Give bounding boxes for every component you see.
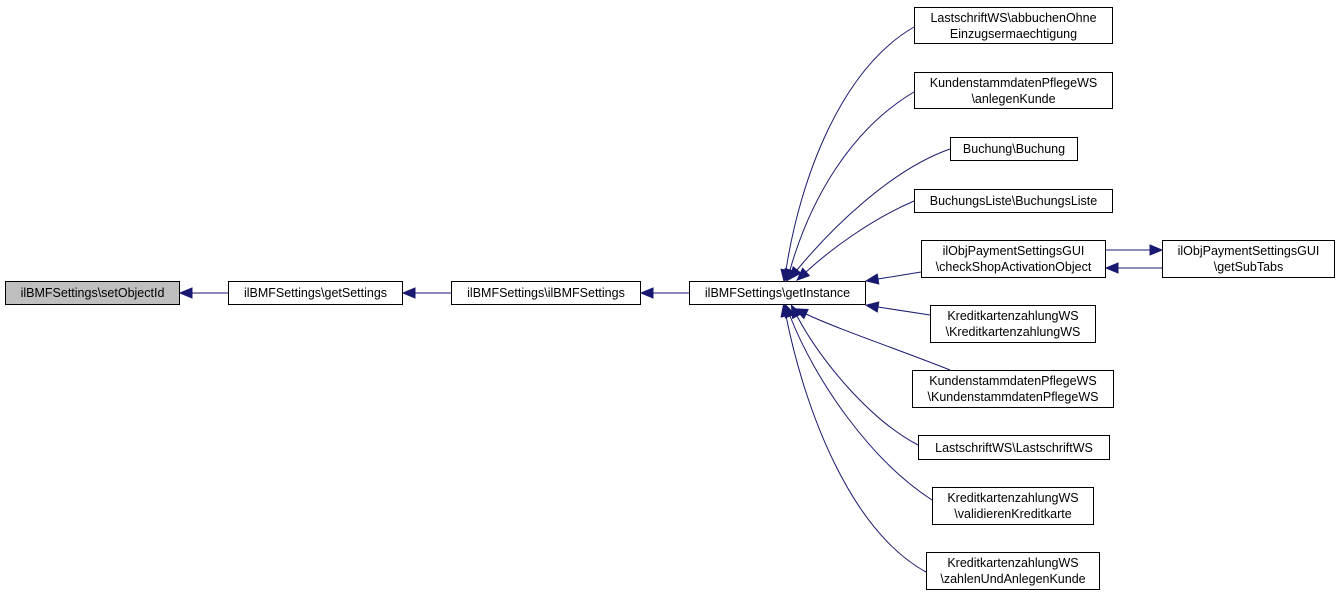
node-label: LastschriftWS\LastschriftWS [935, 440, 1093, 455]
node-label-line2: \checkShopActivationObject [935, 260, 1092, 274]
node-setObjectId: ilBMFSettings\setObjectId [5, 281, 180, 305]
edge-abbuchen-to-getInstance [780, 26, 915, 284]
arrowhead [401, 287, 416, 299]
arrowhead [780, 302, 792, 318]
edge-getInstance-to-ctor [639, 287, 689, 299]
edge-buchung-to-getInstance [788, 148, 951, 281]
node-ilBMFSettings-constructor[interactable]: ilBMFSettings\ilBMFSettings [451, 281, 641, 305]
edge-anlegenKunde-to-getInstance [784, 91, 915, 283]
node-zahlenUndAnlegenKunde[interactable]: KreditkartenzahlungWS \zahlenUndAnlegenK… [926, 552, 1100, 590]
node-label-line1: KreditkartenzahlungWS [947, 556, 1079, 570]
node-getSubTabs[interactable]: ilObjPaymentSettingsGUI \getSubTabs [1162, 240, 1335, 278]
edge-kundenWS-to-getInstance [793, 308, 951, 371]
node-label: Buchung\Buchung [962, 142, 1066, 156]
edge-checkShop-to-getInstance [864, 271, 922, 285]
arrowhead [178, 287, 193, 299]
node-checkShopActivationObject[interactable]: ilObjPaymentSettingsGUI \checkShopActiva… [921, 240, 1106, 278]
node-label: BuchungsListe\BuchungsListe [929, 194, 1098, 208]
node-label-line2: \zahlenUndAnlegenKunde [940, 572, 1086, 586]
node-buchung[interactable]: Buchung\Buchung [950, 137, 1078, 161]
arrowhead [864, 273, 880, 285]
node-getSettings[interactable]: ilBMFSettings\getSettings [228, 281, 403, 305]
node-label-line1: ilObjPaymentSettingsGUI [942, 244, 1085, 258]
edge-checkShop-to-getSubTabs [1106, 244, 1164, 256]
node-buchungsListe[interactable]: BuchungsListe\BuchungsListe [914, 189, 1113, 213]
node-label-line1: KundenstammdatenPflegeWS [929, 75, 1098, 90]
edge-getSubTabs-to-checkShop [1104, 262, 1162, 274]
arrowhead [1149, 244, 1164, 256]
edge-buchungsListe-to-getInstance [796, 200, 915, 281]
node-label: ilBMFSettings\ilBMFSettings [467, 286, 625, 300]
node-label-line1: KreditkartenzahlungWS [947, 309, 1079, 323]
node-validierenKreditkarte[interactable]: KreditkartenzahlungWS \validierenKreditk… [932, 487, 1094, 525]
edge-ctor-to-getSettings [401, 287, 451, 299]
node-kundenstammdatenPflegeWS[interactable]: KundenstammdatenPflegeWS \Kundenstammdat… [912, 370, 1114, 408]
arrowhead [1104, 262, 1119, 274]
node-label: ilBMFSettings\getSettings [243, 286, 388, 300]
node-label-line2: \anlegenKunde [971, 91, 1056, 106]
node-anlegenKunde[interactable]: KundenstammdatenPflegeWS \anlegenKunde [914, 72, 1113, 109]
arrowhead [796, 267, 811, 281]
node-label: ilBMFSettings\setObjectId [20, 286, 165, 300]
node-abbuchenOhneEinzugsermaechtigung[interactable]: LastschriftWS\abbuchenOhne Einzugsermaec… [914, 7, 1113, 44]
node-label-line2: Einzugsermaechtigung [949, 26, 1078, 41]
node-label-line2: \KreditkartenzahlungWS [945, 325, 1081, 339]
arrowhead [639, 287, 654, 299]
arrowhead [788, 265, 802, 281]
edge-zahlen-to-getInstance [780, 302, 927, 573]
node-label-line1: ilObjPaymentSettingsGUI [1177, 244, 1320, 258]
node-label-line1: KundenstammdatenPflegeWS [929, 374, 1097, 388]
edge-getSettings-to-setObjectId [178, 287, 228, 299]
node-getInstance[interactable]: ilBMFSettings\getInstance [689, 281, 866, 305]
node-label-line2: \getSubTabs [1213, 260, 1284, 274]
node-label-line2: \validierenKreditkarte [954, 507, 1072, 521]
arrowhead [864, 301, 880, 313]
edge-kreditWS-to-getInstance [864, 301, 931, 316]
edge-lastWS-to-getInstance [790, 304, 919, 446]
node-label-line1: LastschriftWS\abbuchenOhne [930, 10, 1097, 25]
node-lastschriftWS[interactable]: LastschriftWS\LastschriftWS [918, 435, 1110, 460]
node-label: ilBMFSettings\getInstance [704, 286, 851, 300]
node-label-line2: \KundenstammdatenPflegeWS [927, 390, 1099, 404]
node-label-line1: KreditkartenzahlungWS [947, 491, 1079, 505]
node-kreditkartenzahlungWS[interactable]: KreditkartenzahlungWS \Kreditkartenzahlu… [930, 305, 1096, 343]
